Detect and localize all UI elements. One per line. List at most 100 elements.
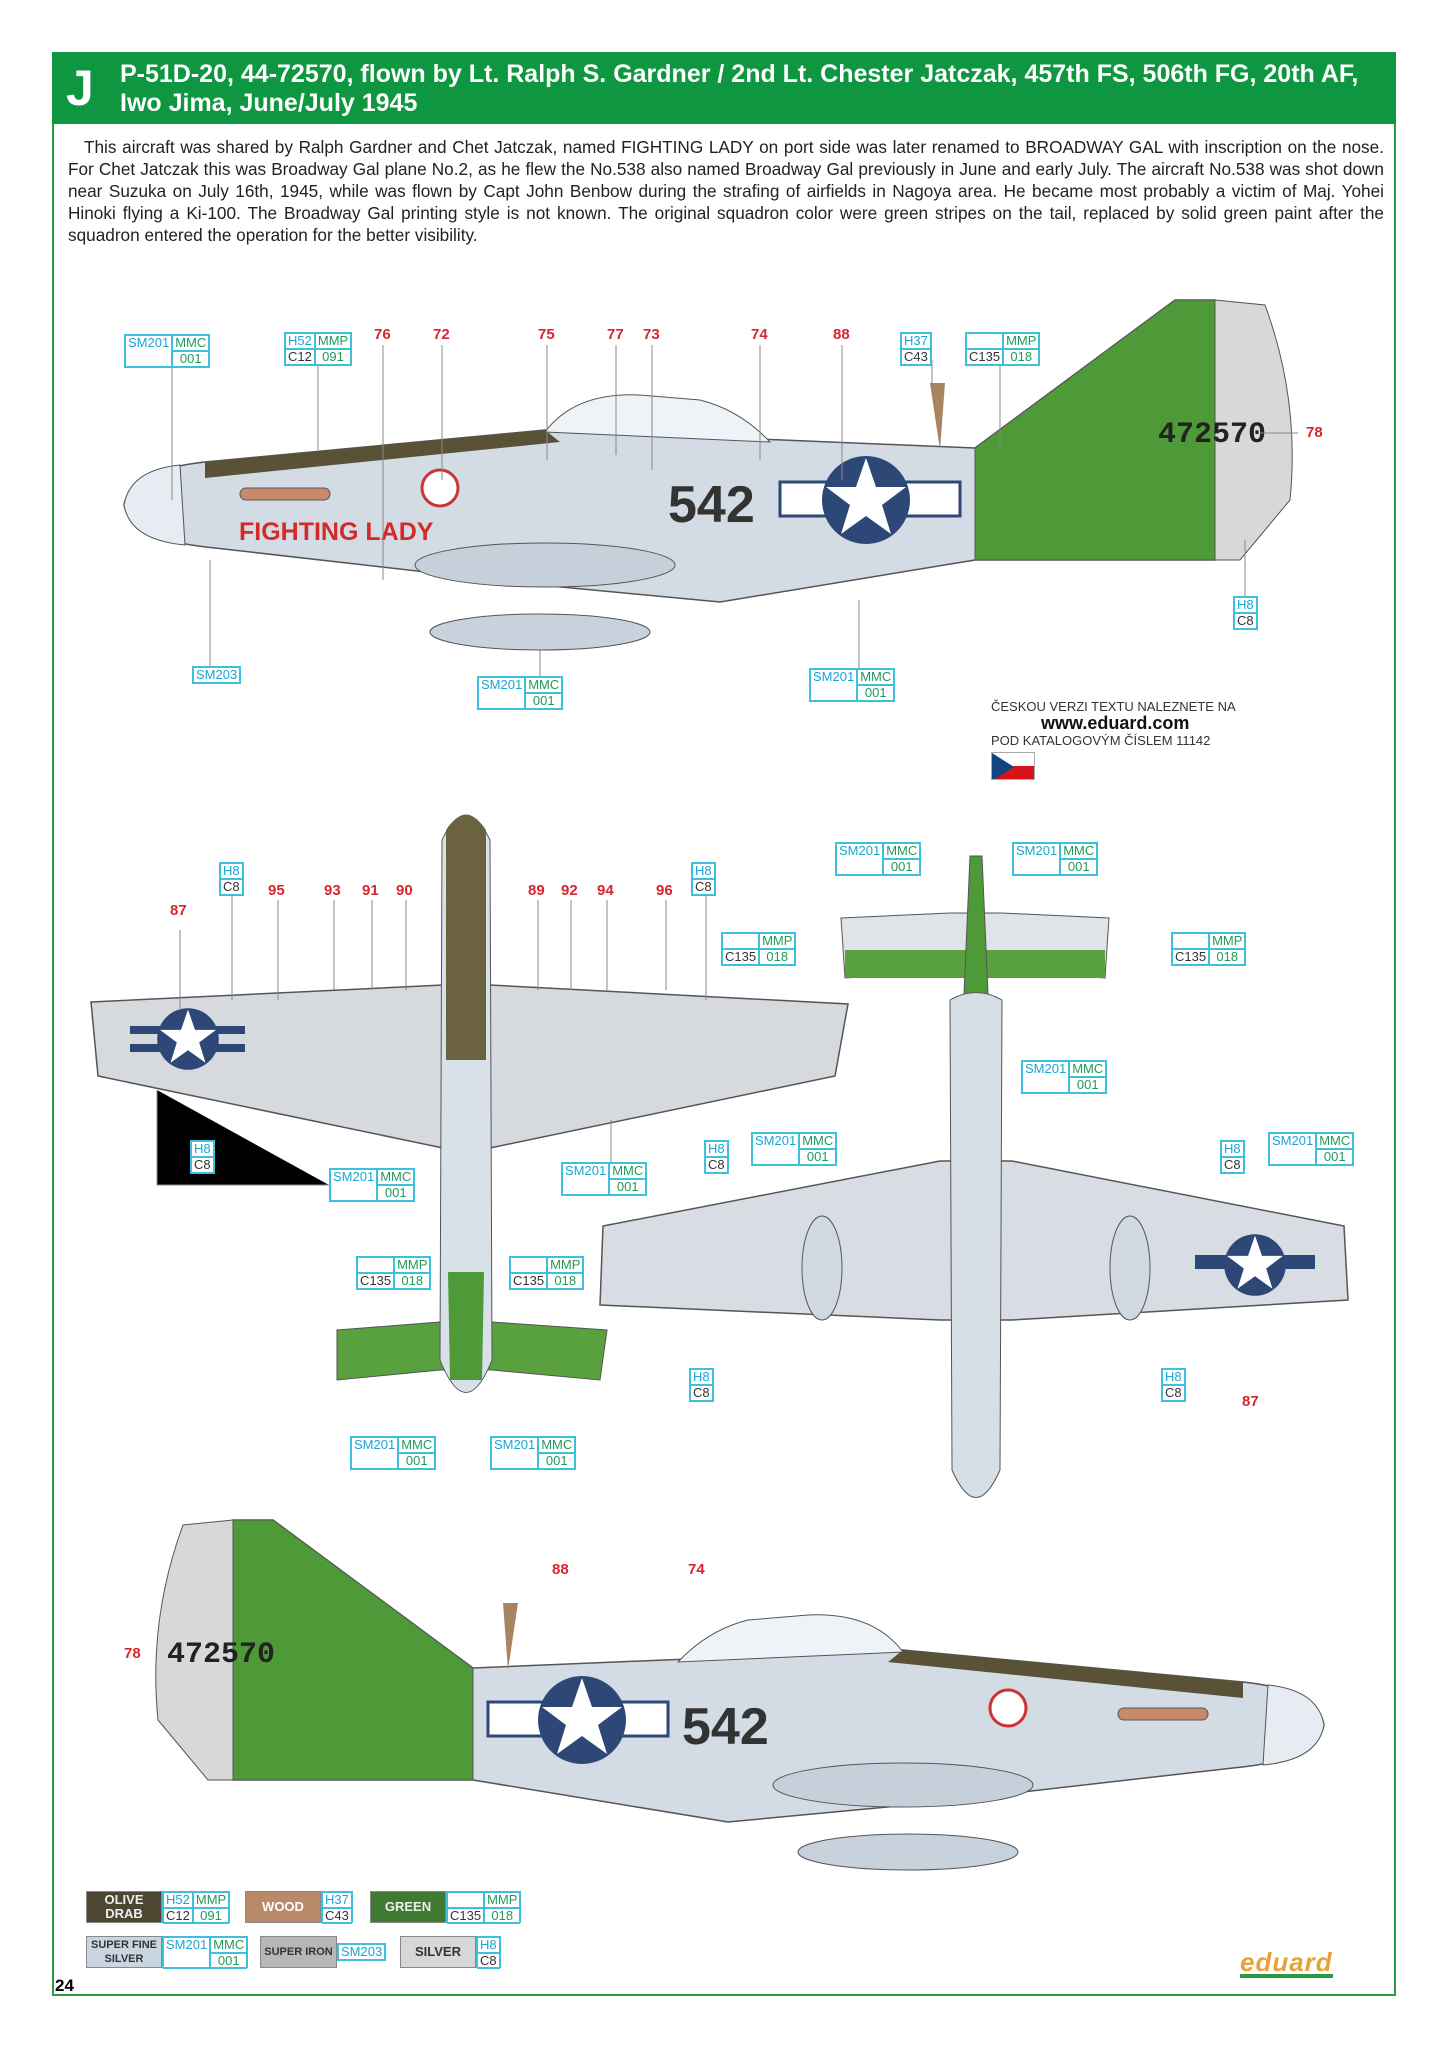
code-h8: H8 <box>705 1141 728 1157</box>
code-sm201: SM201 <box>478 677 526 709</box>
czech-note-line2: POD KATALOGOVÝM ČÍSLEM 11142 <box>991 733 1211 748</box>
marker-73: 73 <box>643 326 660 343</box>
code-sm201: SM201 <box>562 1163 610 1195</box>
code-sm201: SM201 <box>330 1169 378 1201</box>
code-mmc: MMC <box>210 1937 248 1953</box>
bottom-view <box>599 855 1349 1498</box>
code-mmc: MMC <box>1060 843 1098 859</box>
code-h8: H8 <box>690 1369 713 1385</box>
code-c8: C8 <box>1234 613 1257 629</box>
code-001: 001 <box>525 693 563 709</box>
code-h37: H37 <box>901 333 931 349</box>
code-018: 018 <box>547 1273 584 1289</box>
code-c135: C135 <box>966 349 1004 365</box>
code-h52: H52 <box>163 1892 193 1908</box>
code-sm201: SM201 <box>1269 1133 1317 1165</box>
code-mmc: MMC <box>172 335 210 351</box>
profile-title: P-51D-20, 44-72570, flown by Lt. Ralph S… <box>120 60 1359 117</box>
legend-codes: SM203 <box>337 1943 387 1961</box>
code-h52: H52 <box>285 333 315 349</box>
marker-74-starboard: 74 <box>688 1561 705 1578</box>
marker-77: 77 <box>607 326 624 343</box>
code-001: 001 <box>172 351 210 367</box>
code-001: 001 <box>883 859 921 875</box>
code-sm201: SM201 <box>810 669 858 701</box>
code-001: 001 <box>398 1453 436 1469</box>
code-c135: C135 <box>1172 949 1210 965</box>
code-h8: H8 <box>220 863 243 879</box>
code-sm203: SM203 <box>338 1944 386 1960</box>
code-c43: C43 <box>322 1908 352 1924</box>
code-h8: H8 <box>1221 1141 1244 1157</box>
code-001: 001 <box>538 1453 576 1469</box>
side-code-starboard: 542 <box>682 1698 769 1756</box>
swatch-olive-drab: OLIVE DRAB <box>86 1891 162 1923</box>
code-mmc: MMC <box>377 1169 415 1185</box>
code-c8: C8 <box>1221 1157 1244 1173</box>
code-h37: H37 <box>322 1892 352 1908</box>
marker-94: 94 <box>597 882 614 899</box>
code-h8: H8 <box>1234 597 1257 613</box>
code-001: 001 <box>377 1185 415 1201</box>
code-sm201: SM201 <box>1022 1061 1070 1093</box>
code-mmc: MMC <box>609 1163 647 1179</box>
code-sm201: SM201 <box>163 1937 211 1969</box>
code-sm201: SM201 <box>125 335 173 367</box>
code-018: 018 <box>759 949 796 965</box>
swatch-silver: SILVER <box>400 1936 476 1968</box>
swatch-super-iron: SUPER IRON <box>260 1936 337 1968</box>
profile-description: This aircraft was shared by Ralph Gardne… <box>68 137 1384 245</box>
code-c8: C8 <box>1162 1385 1185 1401</box>
code-sm203: SM203 <box>193 667 241 683</box>
code-c8: C8 <box>690 1385 713 1401</box>
code-mmc: MMC <box>799 1133 837 1149</box>
swatch-green: GREEN <box>370 1891 446 1923</box>
code-mmp: MMP <box>314 333 352 349</box>
code-c12: C12 <box>163 1908 193 1924</box>
eduard-logo: eduard <box>1240 1947 1333 1978</box>
marker-72: 72 <box>433 326 450 343</box>
tail-serial-starboard: 472570 <box>167 1638 275 1672</box>
code-c8: C8 <box>191 1157 214 1173</box>
code-sm201: SM201 <box>752 1133 800 1165</box>
code-c8: C8 <box>477 1953 500 1969</box>
website-link[interactable]: www.eduard.com <box>1041 713 1190 733</box>
marker-76: 76 <box>374 326 391 343</box>
top-view <box>90 814 849 1393</box>
profile-header: J P-51D-20, 44-72570, flown by Lt. Ralph… <box>52 52 1396 124</box>
marker-91: 91 <box>362 882 379 899</box>
czech-version-note: ČESKOU VERZI TEXTU NALEZNETE NA www.edua… <box>991 698 1236 780</box>
profile-letter: J <box>66 60 94 116</box>
marker-78-starboard: 78 <box>124 1645 141 1662</box>
code-h8: H8 <box>692 863 715 879</box>
code-018: 018 <box>484 1908 521 1924</box>
code-c135: C135 <box>357 1273 395 1289</box>
code-mmp: MMP <box>484 1892 521 1908</box>
code-001: 001 <box>799 1149 837 1165</box>
marker-75: 75 <box>538 326 555 343</box>
code-001: 001 <box>857 685 895 701</box>
code-c12: C12 <box>285 349 315 365</box>
code-mmc: MMC <box>538 1437 576 1453</box>
code-091: 091 <box>192 1908 230 1924</box>
code-c43: C43 <box>901 349 931 365</box>
